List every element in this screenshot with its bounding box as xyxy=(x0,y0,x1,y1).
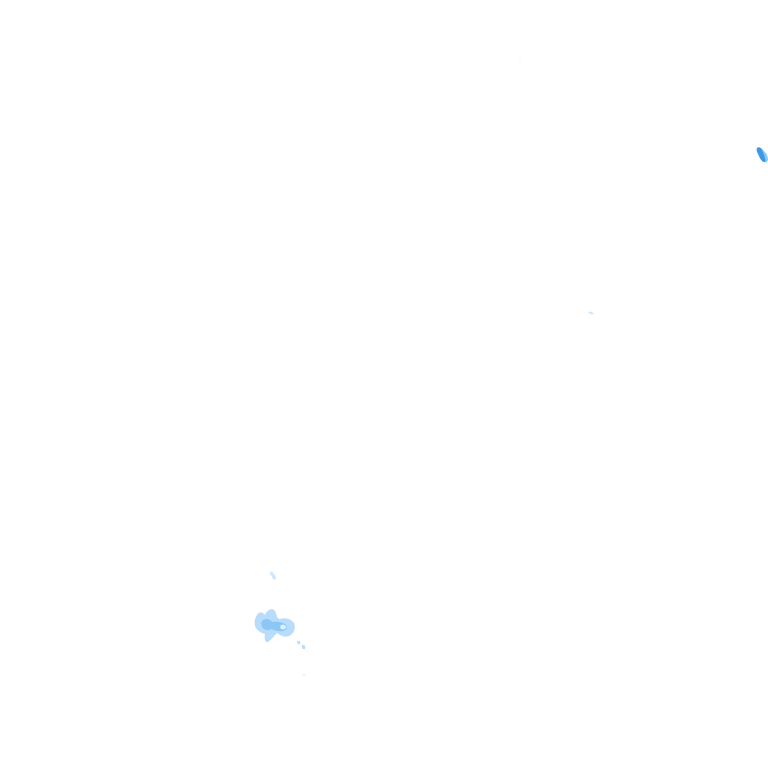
echo-central-speck xyxy=(588,311,594,315)
echo-southwest-cluster xyxy=(254,609,306,650)
echo-southwest-tail xyxy=(297,640,306,650)
echo-southwest-speck-upper xyxy=(269,571,276,580)
echo-north-dot xyxy=(519,61,521,63)
echo-southwest-cluster-hole xyxy=(280,624,286,630)
echo-central-speck-shape xyxy=(588,311,594,315)
echo-northeast-streak xyxy=(756,147,768,163)
echo-northeast-streak-core xyxy=(756,147,767,163)
echo-southwest-speck-lower xyxy=(302,674,306,676)
echo-north-dot-shape xyxy=(519,61,521,63)
echo-southwest-speck-upper-shape xyxy=(269,571,276,580)
echo-southwest-speck-lower-shape xyxy=(302,674,306,676)
echo-northeast-streak-halo xyxy=(762,150,768,163)
echo-southwest-cluster-core xyxy=(261,618,287,632)
